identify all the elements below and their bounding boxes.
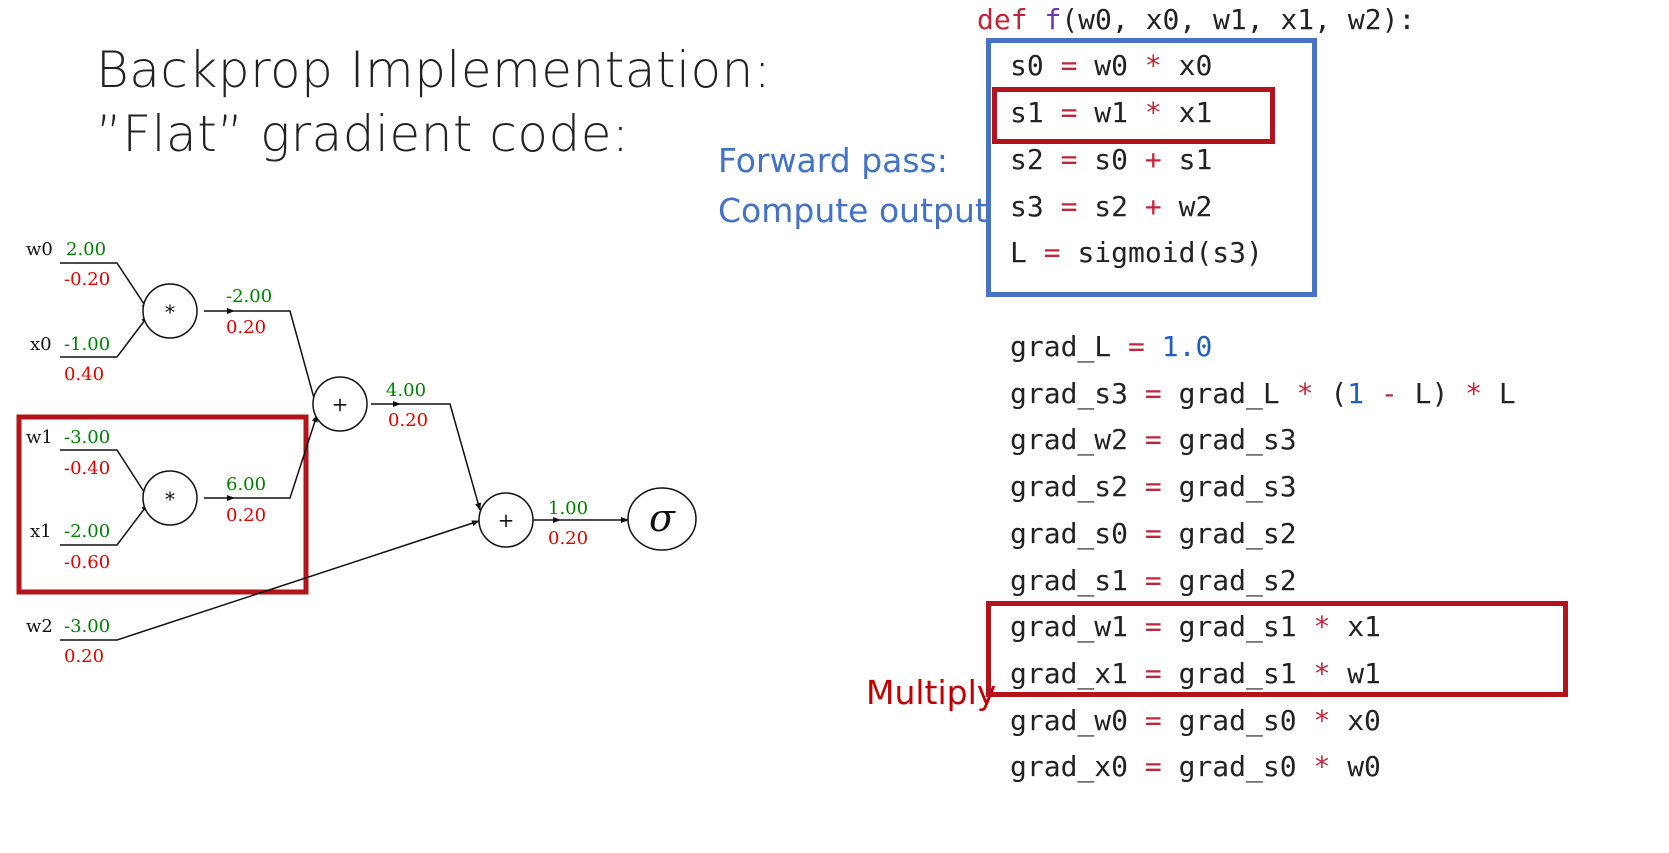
edge-x0 [60,315,149,358]
code-line-s2: s2 = s0 + s1 [1010,143,1213,176]
code-line-grad-s1: grad_s1 = grad_s2 [1010,564,1297,597]
compute-output-label: Compute output [718,191,988,230]
code-line-grad-w1: grad_w1 = grad_s1 * x1 [1010,610,1381,643]
grad-w2: 0.20 [64,646,104,667]
value-s2: 4.00 [386,380,426,401]
graph-edges [60,262,629,641]
value-s3: 1.00 [548,498,588,519]
code-line-grad-w2: grad_w2 = grad_s3 [1010,423,1297,456]
highlight-box-w1-x1 [16,414,309,595]
forward-pass-annotation: Forward pass: Compute output [718,136,988,236]
add-node-1 [478,492,534,548]
code-line-grad-s2: grad_s2 = grad_s3 [1010,470,1297,503]
multiply-annotation: Multiply [866,673,997,712]
input-name-w2: w2 [26,616,53,637]
grad-x1: -0.60 [64,552,110,573]
grad-w1: -0.40 [64,458,110,479]
code-def-line: def f(w0, x0, w1, x1, w2): [977,0,1415,40]
code-line-grad-x0: grad_x0 = grad_s0 * w0 [1010,750,1381,783]
input-name-x1: x1 [30,521,52,542]
title-line-1: Backprop Implementation: [96,41,772,99]
add-node-1-label: + [498,508,515,532]
edge-s0-to-add [234,310,319,410]
grad-s0: 0.20 [226,317,266,338]
title-line-2: ”Flat” gradient code: [96,105,630,163]
mul-node-1-label: * [165,487,175,511]
edge-w0 [60,262,149,311]
def-keyword: def [977,3,1028,36]
value-s1: 6.00 [226,474,266,495]
value-w2: -3.00 [64,616,110,637]
input-name-w1: w1 [26,427,53,448]
code-line-grad-s0: grad_s0 = grad_s2 [1010,517,1297,550]
sigmoid-node-label: σ [649,496,676,540]
edge-w1 [60,449,149,499]
slide-title: Backprop Implementation: ”Flat” gradient… [96,38,771,166]
grad-s3: 0.20 [548,528,588,549]
code-line-grad-x1: grad_x1 = grad_s1 * w1 [1010,657,1381,690]
value-x1: -2.00 [64,521,110,542]
edge-s1-to-add [234,414,318,499]
input-name-w0: w0 [26,239,53,260]
sigmoid-node [627,487,697,551]
code-line-s1: s1 = w1 * x1 [1010,96,1213,129]
value-w0: 2.00 [66,239,106,260]
code-line-grad-L: grad_L = 1.0 [1010,330,1213,363]
code-line-L: L = sigmoid(s3) [1010,236,1263,269]
function-name: f [1044,3,1062,36]
edge-x1 [60,503,149,546]
multiply-highlight-box [986,601,1568,697]
input-name-x0: x0 [30,334,52,355]
s1-highlight-box [992,87,1275,144]
mul-node-1 [142,470,198,526]
mul-node-0-label: * [165,300,175,324]
grad-w0: -0.20 [64,269,110,290]
edge-s2-to-add [400,403,481,511]
forward-pass-label: Forward pass: [718,141,948,180]
value-s0: -2.00 [226,286,272,307]
forward-pass-box [986,38,1317,297]
add-node-0-label: + [332,392,349,416]
function-params: (w0, x0, w1, x1, w2): [1061,3,1416,36]
grad-s2: 0.20 [388,410,428,431]
code-line-grad-w0: grad_w0 = grad_s0 * x0 [1010,704,1381,737]
grad-s1: 0.20 [226,505,266,526]
edge-w2 [60,520,480,641]
code-line-s0: s0 = w0 * x0 [1010,49,1213,82]
grad-x0: 0.40 [64,364,104,385]
value-w1: -3.00 [64,427,110,448]
code-line-s3: s3 = s2 + w2 [1010,190,1213,223]
add-node-0 [312,376,368,432]
value-x0: -1.00 [64,334,110,355]
computational-graph: * * + + σ w0 x0 w1 x1 w2 2.00 -1.00 -3.0… [16,239,697,667]
code-line-grad-s3: grad_s3 = grad_L * (1 - L) * L [1010,377,1516,410]
mul-node-0 [142,283,198,339]
